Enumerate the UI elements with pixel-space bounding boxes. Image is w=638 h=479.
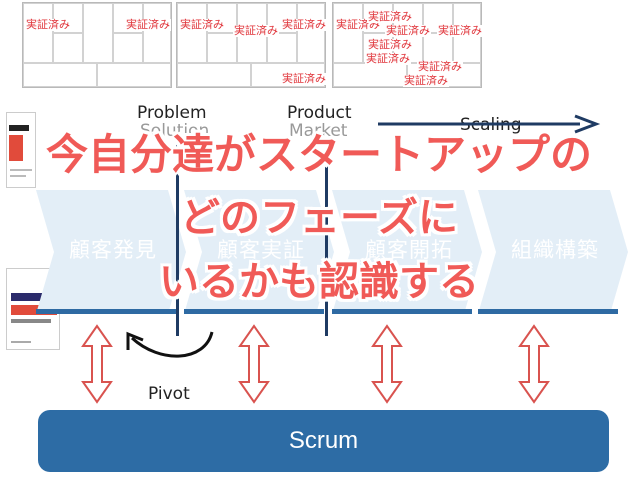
verified-stamp: 実証済み — [403, 74, 449, 87]
phase-divider — [176, 140, 179, 336]
scrum-label: Scrum — [288, 427, 359, 454]
book-cover-running-lean — [6, 112, 36, 188]
headline-line-1: 今自分達がスタートアップの — [45, 130, 592, 179]
verified-stamp: 実証済み — [385, 24, 431, 37]
verified-stamp: 実証済み — [365, 52, 411, 65]
verified-stamp: 実証済み — [233, 24, 279, 37]
stage-customer-validation: 顧客実証 — [184, 190, 334, 314]
label-solution: Solution — [140, 121, 210, 141]
verified-stamp: 実証済み — [367, 10, 413, 23]
verified-stamp: 実証済み — [281, 72, 327, 85]
label-problem: Problem — [137, 103, 207, 123]
lean-canvas-2: 実証済み 実証済み 実証済み 実証済み — [176, 2, 327, 88]
verified-stamp: 実証済み — [367, 38, 413, 51]
label-market: Market — [289, 121, 348, 141]
lean-canvas-1: 実証済み 実証済み — [22, 2, 172, 88]
stage-company-building: 組織構築 — [478, 190, 628, 314]
verified-stamp: 実証済み — [125, 18, 171, 31]
stage-label: 組織構築 — [511, 238, 599, 262]
stage-customer-discovery: 顧客発見 — [36, 190, 186, 314]
headline-line-2: どのフェーズに — [180, 195, 458, 241]
stage-label: 顧客開拓 — [365, 238, 453, 262]
pivot-label: Pivot — [148, 384, 190, 404]
headline-line-3: いるかも認識する — [159, 259, 479, 305]
verified-stamp: 実証済み — [25, 18, 71, 31]
lean-canvas-3: 実証済み 実証済み 実証済み 実証済み 実証済み 実証済み 実証済み 実証済み — [332, 2, 483, 88]
verified-stamp: 実証済み — [281, 18, 327, 31]
stage-customer-creation: 顧客開拓 — [332, 190, 482, 314]
verified-stamp: 実証済み — [437, 24, 483, 37]
label-product: Product — [287, 103, 352, 123]
stage-label: 顧客実証 — [217, 238, 305, 262]
scrum-bar: Scrum — [38, 410, 609, 472]
stage-label: 顧客発見 — [69, 238, 157, 262]
verified-stamp: 実証済み — [417, 60, 463, 73]
verified-stamp: 実証済み — [179, 18, 225, 31]
phase-divider — [325, 140, 328, 336]
